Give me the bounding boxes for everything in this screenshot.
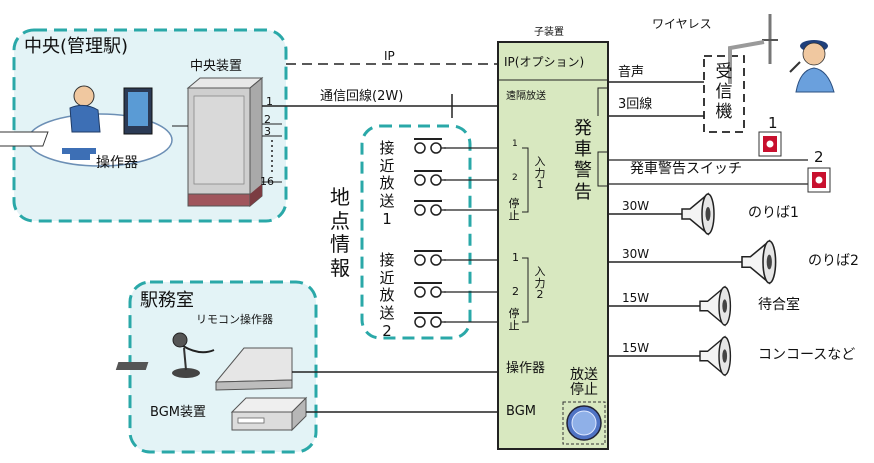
- slave-device-box: [497, 41, 609, 450]
- warning-switch-2[interactable]: [807, 167, 831, 193]
- contact-switch-3: [414, 200, 446, 216]
- receiver-box: [703, 55, 745, 133]
- switch-2-number: 2: [814, 148, 824, 166]
- speaker-label-2: のりば2: [808, 253, 859, 269]
- wireless-three-line: 3回線: [618, 97, 653, 112]
- speaker-label-1: のりば1: [748, 205, 799, 221]
- port-3: 3: [264, 125, 271, 138]
- remote-operator-label: リモコン操作器: [196, 313, 273, 326]
- input1-stop: 停止: [508, 197, 520, 222]
- warning-switch-1[interactable]: [758, 131, 782, 157]
- speakers: [681, 192, 777, 377]
- point-info-region: [360, 124, 472, 340]
- speaker-power-3: 15W: [622, 291, 650, 305]
- remote-operator-illustration: [115, 332, 293, 391]
- operator-label: 操作器: [96, 155, 138, 171]
- central-device-rack: [186, 76, 264, 208]
- contact-switch-6: [414, 312, 446, 328]
- speaker-3: [699, 285, 732, 327]
- ip-link-label: IP: [384, 49, 395, 63]
- contact-switch-5: [414, 282, 446, 298]
- operator-illustration: [0, 85, 173, 167]
- slave-departure-warning: 発車警告: [574, 118, 592, 203]
- stop-button-label: 放送停止: [570, 367, 598, 399]
- contact-switch-2: [414, 170, 446, 186]
- slave-bgm-port: BGM: [506, 404, 536, 419]
- input2-stop: 停止: [508, 307, 520, 332]
- bgm-device-label: BGM装置: [150, 405, 206, 420]
- speaker-label-3: 待合室: [758, 297, 800, 313]
- contact-switch-1: [414, 138, 446, 154]
- speaker-2: [741, 239, 777, 285]
- port-16: 16: [260, 175, 274, 188]
- input2-num2: 2: [512, 285, 519, 298]
- input2-num1: 1: [512, 251, 519, 264]
- slave-ip-option: IP(オプション): [504, 55, 585, 69]
- speaker-power-1: 30W: [622, 199, 650, 213]
- station-staff-icon: [789, 40, 835, 93]
- slave-title: 子装置: [534, 27, 564, 38]
- wireless-antenna: [728, 14, 778, 84]
- speaker-power-2: 30W: [622, 247, 650, 261]
- receiver-label: 受信機: [715, 62, 733, 123]
- departure-switch-label: 発車警告スイッチ: [630, 161, 742, 177]
- speaker-label-4: コンコースなど: [758, 347, 856, 363]
- wireless-audio: 音声: [618, 65, 645, 80]
- speaker-4: [699, 335, 732, 377]
- comm-line-label: 通信回線(2W): [320, 89, 404, 104]
- bgm-device-illustration: [230, 396, 308, 432]
- slave-operator-port: 操作器: [506, 361, 546, 376]
- input1-num1: 1: [512, 139, 518, 149]
- point-info-contacts: [414, 138, 446, 328]
- input1-num2: 2: [512, 173, 518, 183]
- central-device-title: 中央装置: [190, 59, 243, 74]
- wireless-title: ワイヤレス: [652, 17, 712, 31]
- slave-remote-broadcast: 遠隔放送: [506, 91, 546, 102]
- contact-switch-4: [414, 250, 446, 266]
- switch-1-number: 1: [768, 114, 778, 132]
- speaker-1: [681, 192, 715, 236]
- point-info-title: 地点情報: [330, 185, 350, 280]
- station-office-title: 駅務室: [140, 290, 194, 311]
- central-region-title: 中央(管理駅): [24, 36, 129, 57]
- speaker-power-4: 15W: [622, 341, 650, 355]
- port-1: 1: [266, 95, 273, 108]
- contact-lines: [444, 147, 498, 323]
- port-2: 2: [264, 113, 271, 126]
